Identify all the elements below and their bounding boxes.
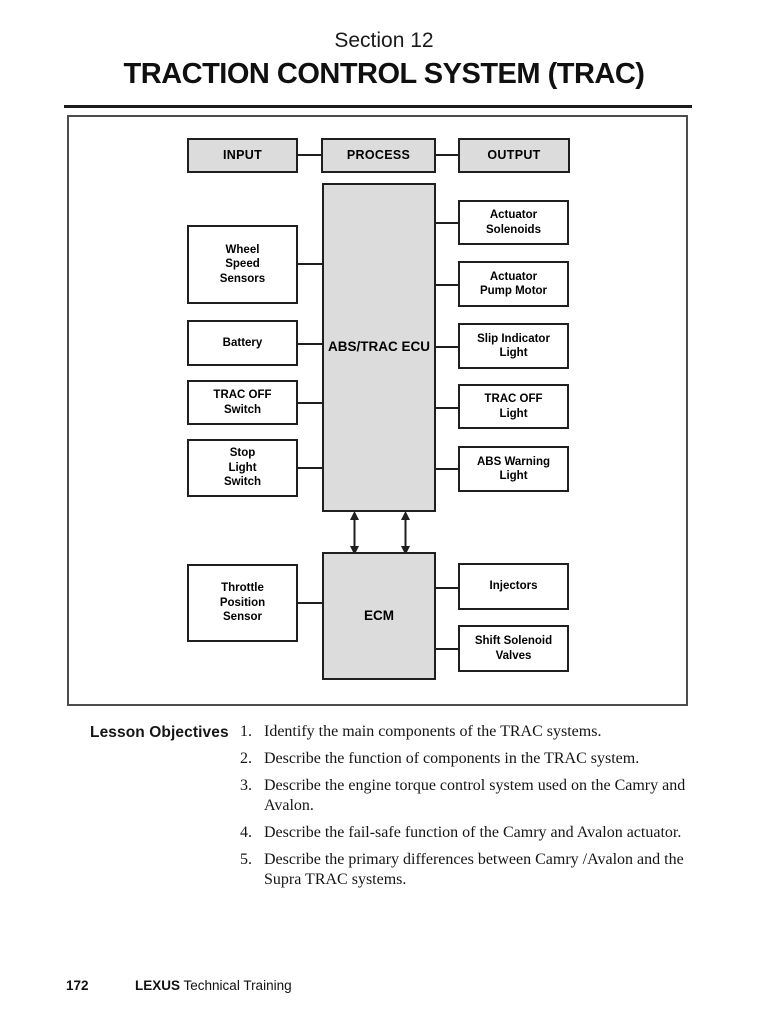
objective-number: 3. [240, 777, 252, 794]
flow-box-process: PROCESS [321, 138, 436, 173]
shift-solenoid-valves-box: Shift Solenoid Valves [458, 625, 569, 672]
connector-line [436, 407, 458, 409]
lesson-objectives-list: 1. Identify the main components of the T… [240, 722, 704, 890]
objective-item: 4. Describe the fail-safe function of th… [240, 823, 704, 843]
connector-line [298, 154, 321, 156]
section-label: Section 12 [334, 29, 434, 52]
objective-number: 4. [240, 824, 252, 841]
objective-number: 1. [240, 723, 252, 740]
trac-off-light-box: TRAC OFF Light [458, 384, 569, 429]
objective-number: 5. [240, 851, 252, 868]
lesson-objectives-heading: Lesson Objectives [90, 724, 229, 741]
connector-line [298, 467, 322, 469]
slip-indicator-light-box: Slip Indicator Light [458, 323, 569, 369]
lesson-objectives-section: Lesson Objectives 1. Identify the main c… [90, 722, 704, 897]
abs-trac-ecu-box: ABS/TRAC ECU [322, 183, 436, 512]
trac-off-switch-box: TRAC OFF Switch [187, 380, 298, 425]
brand-suffix: Technical Training [183, 978, 292, 993]
objective-text: Describe the primary differences between… [264, 851, 684, 888]
actuator-solenoids-box: Actuator Solenoids [458, 200, 569, 245]
connector-line [436, 468, 458, 470]
stop-light-switch-box: Stop Light Switch [187, 439, 298, 497]
actuator-pump-motor-box: Actuator Pump Motor [458, 261, 569, 307]
connector-line [436, 222, 458, 224]
page-number: 172 [66, 978, 89, 993]
connector-line [436, 154, 458, 156]
objective-text: Describe the function of components in t… [264, 750, 640, 767]
title-divider [64, 105, 692, 108]
objective-text: Describe the engine torque control syste… [264, 777, 686, 814]
abs-warning-light-box: ABS Warning Light [458, 446, 569, 492]
bidirectional-arrow [401, 511, 410, 555]
injectors-box: Injectors [458, 563, 569, 610]
ecm-box: ECM [322, 552, 436, 680]
objective-number: 2. [240, 750, 252, 767]
objective-item: 2. Describe the function of components i… [240, 749, 704, 769]
objective-text: Identify the main components of the TRAC… [264, 723, 602, 740]
trac-system-diagram: INPUT PROCESS OUTPUT ABS/TRAC ECU Wheel … [67, 115, 688, 706]
page-footer: 172 LEXUS Technical Training [0, 978, 768, 998]
connector-line [298, 343, 322, 345]
page-title: TRACTION CONTROL SYSTEM (TRAC) [123, 58, 645, 90]
objective-text: Describe the fail-safe function of the C… [264, 824, 682, 841]
throttle-position-sensor-box: Throttle Position Sensor [187, 564, 298, 642]
connector-line [436, 587, 458, 589]
objective-item: 1. Identify the main components of the T… [240, 722, 704, 742]
flow-box-output: OUTPUT [458, 138, 570, 173]
objective-item: 5. Describe the primary differences betw… [240, 850, 704, 890]
footer-brand-line: LEXUS Technical Training [135, 978, 292, 993]
wheel-speed-sensors-box: Wheel Speed Sensors [187, 225, 298, 304]
flow-box-input: INPUT [187, 138, 298, 173]
brand-name: LEXUS [135, 978, 181, 993]
connector-line [436, 284, 458, 286]
objective-item: 3. Describe the engine torque control sy… [240, 776, 704, 816]
connector-line [436, 648, 458, 650]
connector-line [298, 602, 322, 604]
connector-line [298, 263, 322, 265]
connector-line [436, 346, 458, 348]
connector-line [298, 402, 322, 404]
battery-box: Battery [187, 320, 298, 366]
bidirectional-arrow [350, 511, 359, 555]
